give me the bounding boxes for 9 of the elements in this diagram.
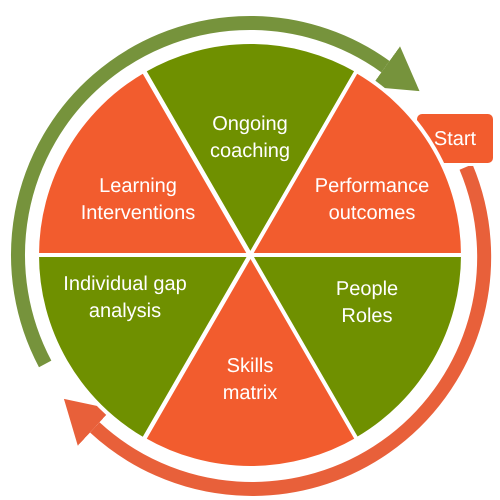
sector-label: Ongoing coaching	[208, 112, 292, 164]
cycle-arrow	[62, 164, 491, 496]
sector-label: Performance outcomes	[314, 174, 430, 226]
sector-label: Individual gap analysis	[62, 272, 188, 324]
start-label: Start	[434, 126, 476, 152]
sector-label: People Roles	[334, 277, 400, 329]
sector-label: Skills matrix	[222, 354, 278, 406]
sector-label: Learning Interventions	[80, 174, 196, 226]
cycle-arrow	[11, 16, 422, 367]
